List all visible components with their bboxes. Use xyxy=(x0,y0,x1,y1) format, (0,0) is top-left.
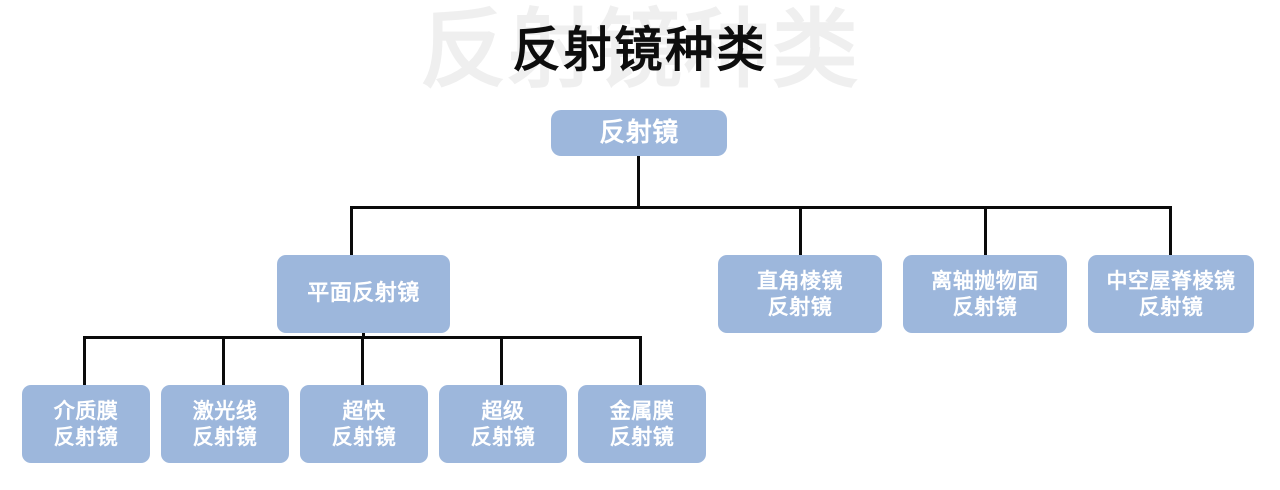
node-ultrafast-mirror-label: 超快 反射镜 xyxy=(331,398,397,449)
node-root-mirror[interactable]: 反射镜 xyxy=(551,110,727,156)
connector-plane-stem xyxy=(362,333,365,337)
title-watermark: 反射镜种类 xyxy=(420,0,860,100)
node-right-angle-prism-mirror[interactable]: 直角棱镜 反射镜 xyxy=(718,255,882,333)
node-dielectric-film-mirror-label: 介质膜 反射镜 xyxy=(53,398,119,449)
connector-drop-hollow-roof-prism xyxy=(1169,206,1172,256)
connector-drop-leaf-1 xyxy=(222,336,225,386)
connector-drop-leaf-2 xyxy=(361,336,364,386)
connector-drop-leaf-0 xyxy=(83,336,86,386)
node-metal-film-mirror-label: 金属膜 反射镜 xyxy=(609,398,675,449)
node-root-mirror-label: 反射镜 xyxy=(599,117,679,148)
node-laser-line-mirror-label: 激光线 反射镜 xyxy=(192,398,258,449)
connector-drop-leaf-3 xyxy=(500,336,503,386)
node-right-angle-prism-mirror-label: 直角棱镜 反射镜 xyxy=(757,268,843,319)
node-metal-film-mirror[interactable]: 金属膜 反射镜 xyxy=(578,385,706,463)
node-laser-line-mirror[interactable]: 激光线 反射镜 xyxy=(161,385,289,463)
connector-drop-right-prism xyxy=(799,206,802,256)
connector-level2-bus xyxy=(350,206,1172,209)
node-hollow-roof-prism-mirror-label: 中空屋脊棱镜 反射镜 xyxy=(1106,268,1236,319)
node-off-axis-parabolic-mirror-label: 离轴抛物面 反射镜 xyxy=(931,268,1039,319)
connector-drop-off-axis-parabolic xyxy=(984,206,987,256)
connector-drop-leaf-4 xyxy=(639,336,642,386)
node-plane-mirror[interactable]: 平面反射镜 xyxy=(277,255,450,333)
connector-root-stem xyxy=(637,156,640,208)
page-title: 反射镜种类 xyxy=(512,22,768,78)
connector-drop-plane xyxy=(350,206,353,256)
node-super-mirror-label: 超级 反射镜 xyxy=(470,398,536,449)
node-off-axis-parabolic-mirror[interactable]: 离轴抛物面 反射镜 xyxy=(903,255,1067,333)
node-plane-mirror-label: 平面反射镜 xyxy=(307,281,420,307)
node-dielectric-film-mirror[interactable]: 介质膜 反射镜 xyxy=(22,385,150,463)
node-super-mirror[interactable]: 超级 反射镜 xyxy=(439,385,567,463)
node-hollow-roof-prism-mirror[interactable]: 中空屋脊棱镜 反射镜 xyxy=(1088,255,1254,333)
node-ultrafast-mirror[interactable]: 超快 反射镜 xyxy=(300,385,428,463)
